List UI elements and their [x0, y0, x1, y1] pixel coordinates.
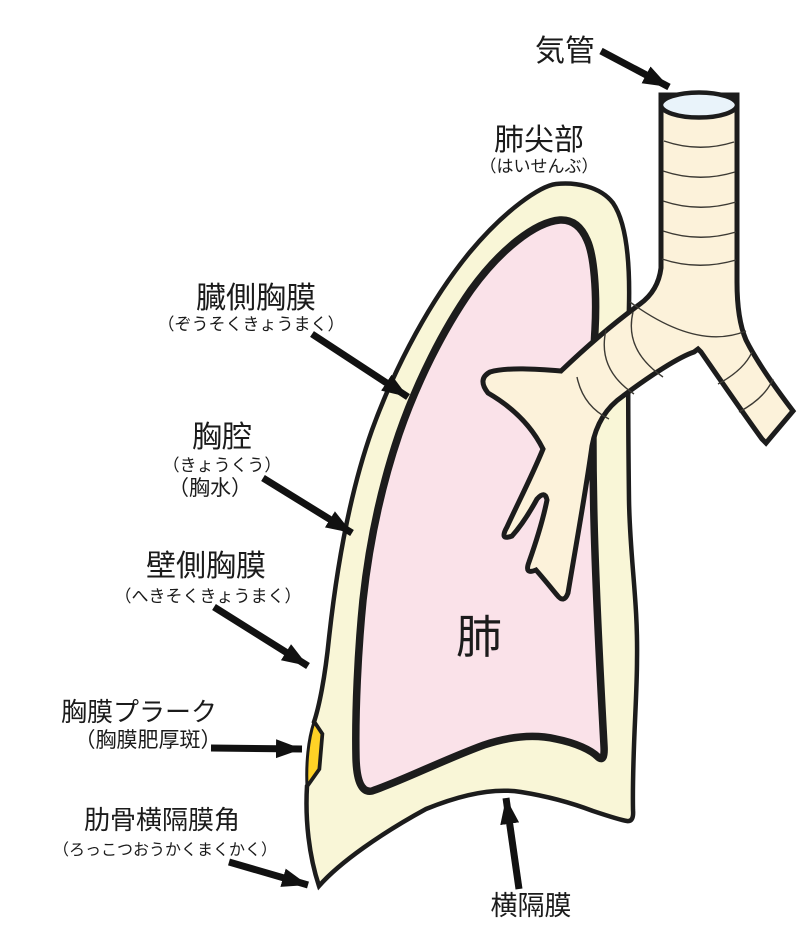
- visceral-pleura-label: 臓側胸膜: [196, 281, 316, 316]
- thoracic-cavity-label: 胸腔: [192, 420, 252, 455]
- apex-reading: （はいせんぶ）: [480, 157, 599, 177]
- parietal-pleura-arrow: [212, 604, 310, 669]
- trachea-arrow: [599, 47, 671, 91]
- diaphragm-label: 横隔膜: [491, 891, 572, 922]
- leader-arrows: [210, 47, 671, 890]
- pleural-plaque-arrow: [210, 739, 303, 759]
- lung-label: 肺: [456, 610, 502, 664]
- costophrenic-angle-reading: （ろっこつおうかくまくかく）: [53, 840, 277, 859]
- visceral-pleura-reading: （ぞうそくきょうまく）: [158, 315, 345, 335]
- trachea-label: 気管: [535, 34, 595, 69]
- costophrenic-angle-label: 肋骨横隔膜角: [84, 806, 240, 836]
- diaphragm-arrow: [500, 797, 523, 890]
- thoracic-cavity-note: （胸水）: [168, 476, 252, 500]
- cartilage-ring-lines: [576, 140, 774, 420]
- thoracic-cavity-reading: （きょうくう）: [163, 456, 282, 476]
- trachea-bronchi-shape: [480, 92, 797, 602]
- trachea-opening: [658, 90, 740, 120]
- pleural-plaque-reading: （胸膜肥厚斑）: [75, 728, 222, 752]
- apex-label: 肺尖部: [494, 123, 584, 158]
- labels: 気管 肺尖部 （はいせんぶ） 臓側胸膜 （ぞうそくきょうまく） 胸腔 （きょうく…: [53, 34, 599, 922]
- thoracic-cavity-arrow: [261, 475, 354, 536]
- costophrenic-angle-arrow: [228, 858, 309, 889]
- pleural-plaque-shape: [305, 718, 324, 791]
- pleural-plaque-label: 胸膜プラーク: [61, 698, 217, 728]
- parietal-pleura-label: 壁側胸膜: [146, 549, 266, 584]
- parietal-pleura-reading: （へきそくきょうまく）: [115, 587, 302, 607]
- visceral-pleura-arrow: [310, 331, 410, 400]
